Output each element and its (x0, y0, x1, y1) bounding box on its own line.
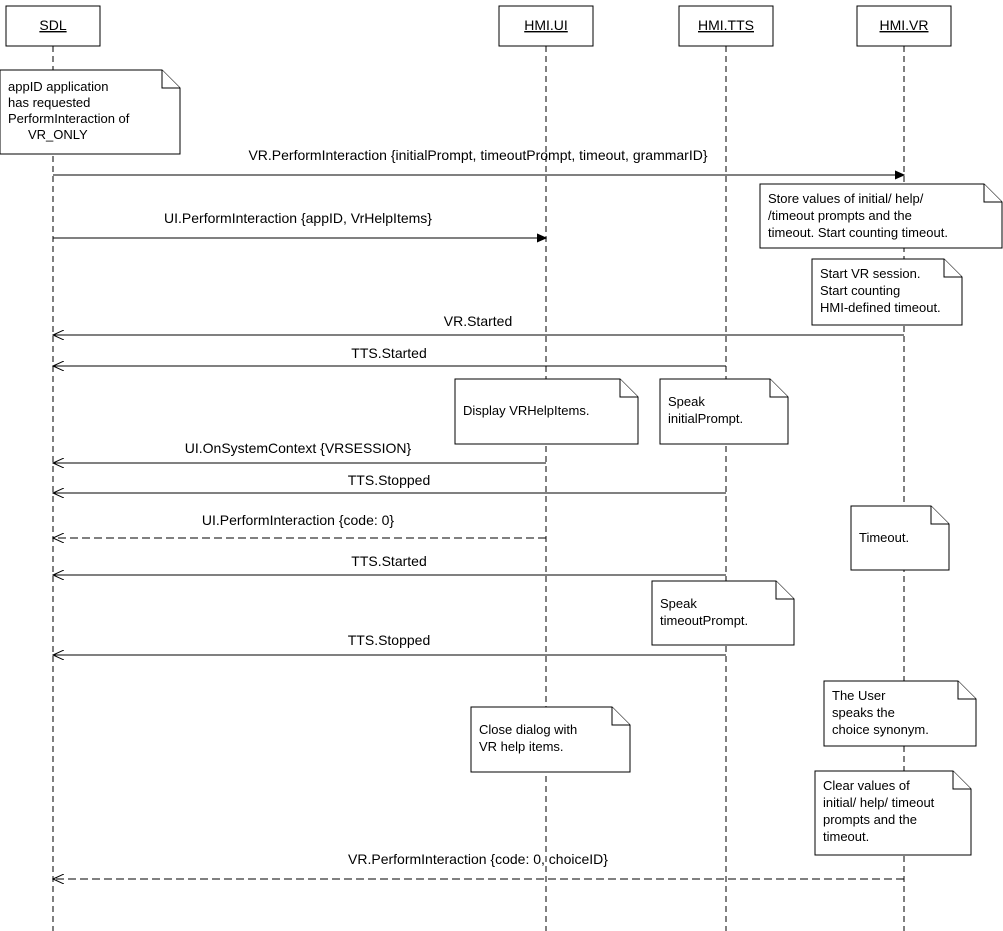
message-label: VR.PerformInteraction {code: 0, choiceID… (348, 851, 608, 867)
message-label: TTS.Started (351, 345, 426, 361)
message-label: VR.PerformInteraction {initialPrompt, ti… (248, 147, 707, 163)
note-line: choice synonym. (832, 722, 929, 737)
participant-label: HMI.TTS (698, 17, 754, 33)
note-close-dialog: Close dialog with VR help items. (470, 706, 631, 773)
message-label: UI.PerformInteraction {appID, VrHelpItem… (164, 210, 432, 226)
note-line: PerformInteraction of (8, 111, 130, 126)
note-line: Start counting (820, 283, 900, 298)
message-label: VR.Started (444, 313, 512, 329)
note-speak-initialprompt: Speak initialPrompt. (659, 378, 789, 445)
participant-label: HMI.VR (880, 17, 929, 33)
note-line: Store values of initial/ help/ (768, 191, 924, 206)
note-line: timeout. Start counting timeout. (768, 225, 948, 240)
note-timeout: Timeout. (850, 505, 950, 571)
note-line: has requested (8, 95, 90, 110)
note-line: HMI-defined timeout. (820, 300, 941, 315)
participant-hmi-ui: HMI.UI (498, 5, 594, 47)
note-store-values: Store values of initial/ help/ /timeout … (759, 183, 1003, 249)
note-line: Clear values of (823, 778, 910, 793)
note-start-vr-session: Start VR session. Start counting HMI-def… (811, 258, 963, 326)
note-line: initialPrompt. (668, 411, 743, 426)
note-line: /timeout prompts and the (768, 208, 912, 223)
note-line: timeoutPrompt. (660, 613, 748, 628)
note-line: Speak (660, 596, 697, 611)
note-line: Display VRHelpItems. (463, 403, 589, 418)
message-vr-performinteraction-response: VR.PerformInteraction {code: 0, choiceID… (53, 851, 904, 879)
participant-label: HMI.UI (524, 17, 568, 33)
message-label: TTS.Started (351, 553, 426, 569)
message-ui-onsystemcontext: UI.OnSystemContext {VRSESSION} (53, 440, 546, 463)
note-clear-values: Clear values of initial/ help/ timeout p… (814, 770, 972, 856)
note-line: VR_ONLY (28, 127, 88, 142)
message-tts-stopped-1: TTS.Stopped (53, 472, 726, 493)
message-ui-performinteraction-request: UI.PerformInteraction {appID, VrHelpItem… (53, 210, 546, 238)
note-speak-timeoutprompt: Speak timeoutPrompt. (651, 580, 795, 646)
message-ui-performinteraction-response: UI.PerformInteraction {code: 0} (53, 512, 546, 538)
message-label: UI.PerformInteraction {code: 0} (202, 512, 395, 528)
note-line: The User (832, 688, 886, 703)
note-line: Speak (668, 394, 705, 409)
note-line: prompts and the (823, 812, 917, 827)
note-user-speaks: The User speaks the choice synonym. (823, 680, 977, 747)
participant-label: SDL (39, 17, 66, 33)
message-tts-started-2: TTS.Started (53, 553, 726, 575)
message-vr-performinteraction-request: VR.PerformInteraction {initialPrompt, ti… (53, 147, 904, 175)
message-tts-stopped-2: TTS.Stopped (53, 632, 726, 655)
message-label: TTS.Stopped (348, 472, 431, 488)
note-app-request: appID application has requested PerformI… (0, 69, 181, 155)
note-line: speaks the (832, 705, 895, 720)
note-line: Timeout. (859, 530, 909, 545)
message-tts-started-1: TTS.Started (53, 345, 726, 366)
note-line: timeout. (823, 829, 869, 844)
participant-hmi-vr: HMI.VR (856, 5, 952, 47)
message-label: TTS.Stopped (348, 632, 431, 648)
message-vr-started: VR.Started (53, 313, 904, 335)
participant-hmi-tts: HMI.TTS (678, 5, 774, 47)
participant-sdl: SDL (5, 5, 101, 47)
message-label: UI.OnSystemContext {VRSESSION} (185, 440, 412, 456)
note-line: VR help items. (479, 739, 564, 754)
note-line: appID application (8, 79, 108, 94)
note-line: Start VR session. (820, 266, 920, 281)
note-display-vrhelpitems: Display VRHelpItems. (454, 378, 639, 445)
note-line: initial/ help/ timeout (823, 795, 935, 810)
note-line: Close dialog with (479, 722, 577, 737)
